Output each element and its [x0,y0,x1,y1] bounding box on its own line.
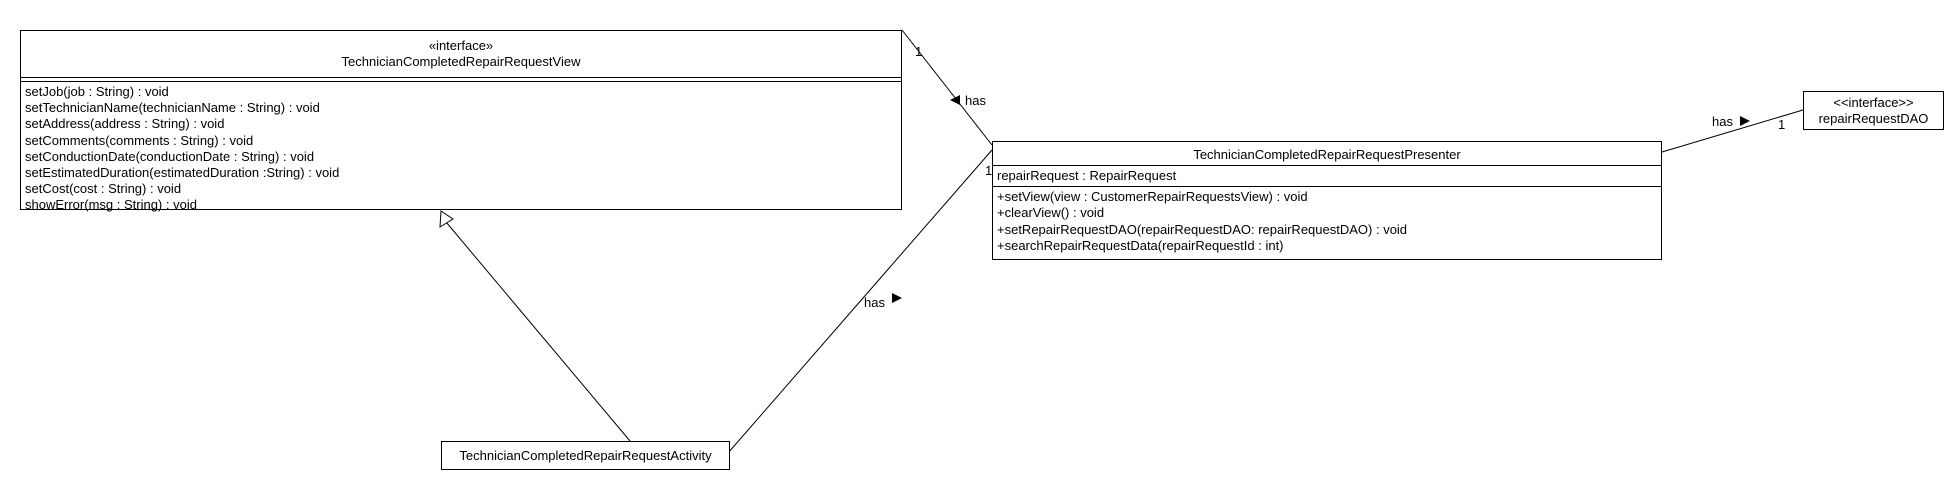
activity-class-name: TechnicianCompletedRepairRequestActivity [459,448,712,463]
generalization-arrowhead [439,210,454,228]
operation: setAddress(address : String) : void [25,116,225,132]
activity-class[interactable]: TechnicianCompletedRepairRequestActivity [441,441,730,470]
operation: setEstimatedDuration(estimatedDuration :… [25,165,340,181]
view-stereotype: «interface» [428,38,494,53]
operation: +clearView() : void [997,205,1105,221]
operation: setJob(job : String) : void [25,84,169,99]
dao-interface-class[interactable]: <<interface>> repairRequestDAO [1803,91,1944,130]
operation: setCost(cost : String) : void [25,181,182,197]
has-right-arrow-icon-dao [1740,116,1750,126]
operation: setTechnicianName(technicianName : Strin… [25,100,320,116]
multiplicity-view: 1 [915,44,923,59]
presenter-class-name: TechnicianCompletedRepairRequestPresente… [1193,147,1461,162]
view-operations: setJob(job : String) : void setTechnicia… [21,82,901,216]
view-class-header: «interface» TechnicianCompletedRepairReq… [21,31,901,70]
operation: setComments(comments : String) : void [25,132,254,148]
attribute: repairRequest : RepairRequest [997,168,1177,183]
multiplicity-dao: 1 [1778,117,1786,132]
operation: showError(msg : String) : void [25,197,197,213]
operation: +setView(view : CustomerRepairRequestsVi… [997,189,1308,205]
association-presenter-view-line [901,29,993,146]
association-label-activity-presenter: has [864,295,885,310]
association-activity-presenter-line [727,149,993,454]
has-left-arrow-icon [950,95,960,105]
operation: +setRepairRequestDAO(repairRequestDAO: r… [997,221,1408,237]
presenter-class[interactable]: TechnicianCompletedRepairRequestPresente… [992,141,1662,260]
operation: +searchRepairRequestData(repairRequestId… [997,237,1284,253]
generalization-line [445,221,631,442]
association-label-presenter-dao: has [1712,114,1733,129]
presenter-operations: +setView(view : CustomerRepairRequestsVi… [993,187,1661,256]
view-class-name: TechnicianCompletedRepairRequestView [341,54,581,69]
operation: setConductionDate(conductionDate : Strin… [25,148,315,164]
association-presenter-dao-line [1661,109,1804,153]
presenter-attributes: repairRequest : RepairRequest [993,166,1661,186]
view-interface-class[interactable]: «interface» TechnicianCompletedRepairReq… [20,30,902,212]
dao-class-name: repairRequestDAO [1818,111,1929,126]
dao-stereotype: <<interface>> [1833,95,1914,110]
multiplicity-presenter: 1 [985,163,993,178]
has-right-arrow-icon [892,293,902,303]
association-label-presenter-view: has [965,93,986,108]
dao-class-header: <<interface>> repairRequestDAO [1804,92,1943,127]
